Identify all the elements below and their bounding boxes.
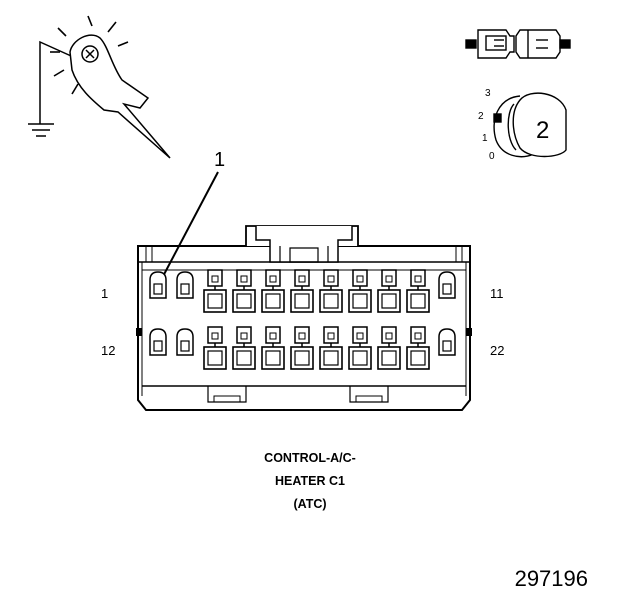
ignition-position-2: 2 [478,111,484,122]
cavity-17 [290,326,314,370]
ignition-position-0: 0 [489,151,495,162]
cavity-18 [319,326,343,370]
cavity-4 [232,269,256,313]
callout-leader-line [159,171,219,283]
pin-label-1: 1 [101,286,109,301]
cavity-15 [232,326,256,370]
connector-caption-line-1: CONTROL-A/C- [264,451,356,465]
cavity-21 [406,326,430,370]
cavity-22 [438,328,456,356]
ignition-position-1: 1 [482,133,488,144]
callout-number: 1 [214,149,226,171]
cavity-14 [203,326,227,370]
cavity-11 [438,271,456,299]
test-lamp-icon [50,15,171,159]
pin-label-11: 11 [490,286,504,301]
cavity-10 [406,269,430,313]
cavity-16 [261,326,285,370]
figure-number: 297196 [514,566,588,591]
cavity-13 [176,328,194,356]
cavity-5 [261,269,285,313]
pin-label-22: 22 [490,343,505,358]
ignition-switch-icon [493,92,567,158]
cavity-3 [203,269,227,313]
cavity-12 [149,328,167,356]
cavity-7 [319,269,343,313]
connector-cavities [149,269,456,370]
ignition-badge: 2 [536,117,550,144]
connector-separate-icon [465,29,571,59]
connector-caption-line-3: (ATC) [293,497,327,511]
cavity-2 [176,271,194,299]
cavity-6 [290,269,314,313]
cavity-20 [377,326,401,370]
cavity-19 [348,326,372,370]
connector-caption-line-2: HEATER C1 [275,474,345,488]
connector-face [136,225,472,411]
cavity-1 [149,271,167,299]
ground-icon [28,40,81,137]
ignition-position-3: 3 [485,88,491,99]
cavity-9 [377,269,401,313]
cavity-8 [348,269,372,313]
pin-label-12: 12 [101,343,116,358]
